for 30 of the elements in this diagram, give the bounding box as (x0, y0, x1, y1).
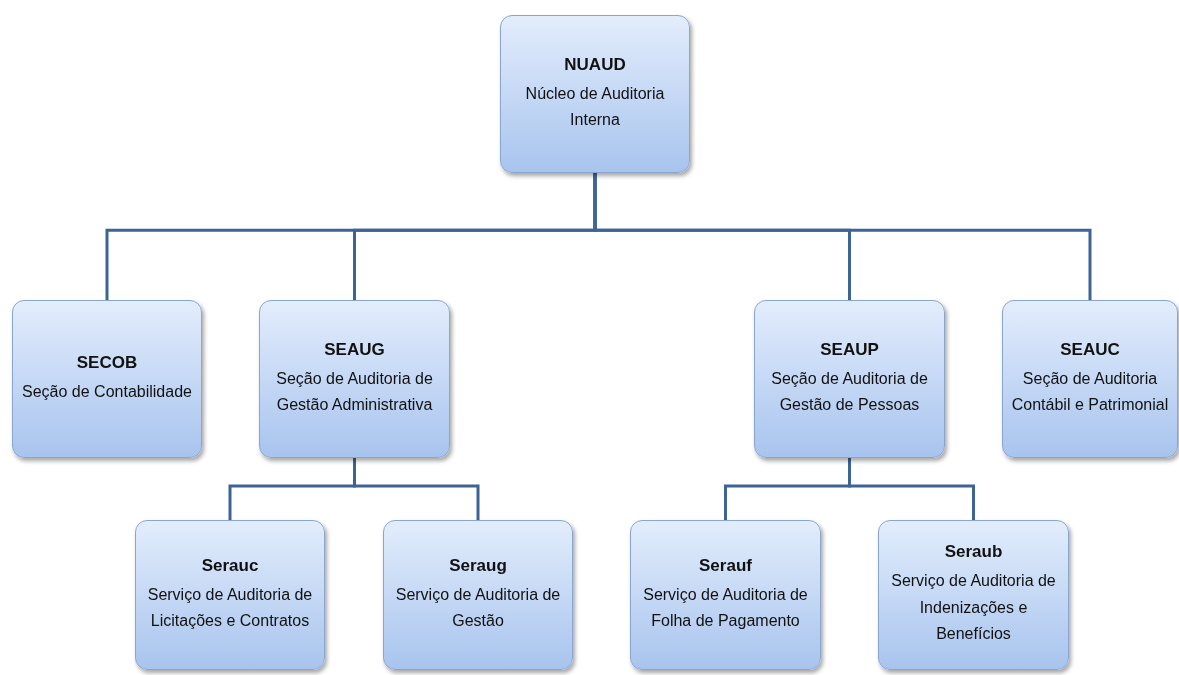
unit-name: Núcleo de Auditoria Interna (524, 83, 666, 130)
org-unit-box (12, 300, 202, 458)
org-unit-box (500, 15, 690, 173)
unit-acronym: SEAUG (324, 339, 385, 360)
unit-name: Seção de Contabilidade (22, 381, 192, 402)
unit-acronym: NUAUD (564, 54, 626, 75)
unit-name: Seção de Auditoria Contábil e Patrimonial (1011, 368, 1169, 415)
unit-acronym: Serauc (201, 555, 259, 576)
org-unit-box (878, 520, 1069, 670)
org-unit-box (754, 300, 945, 458)
connector-line (593, 173, 1092, 300)
unit-acronym: Seraub (944, 542, 1003, 563)
unit-name: Serviço de Auditoria de Licitações e Contratos (146, 584, 314, 631)
unit-acronym: SECOB (76, 352, 138, 373)
org-unit-box (383, 520, 573, 670)
connector-line (353, 458, 480, 520)
org-unit-box (135, 520, 325, 670)
connector-line (848, 458, 975, 520)
org-unit-box (630, 520, 821, 670)
unit-acronym: Seraug (449, 555, 507, 576)
unit-acronym: SEAUC (1060, 339, 1120, 360)
unit-name: Serviço de Auditoria de Indenizações e Benefícios (890, 571, 1057, 645)
unit-name: Serviço de Auditoria de Gestão (394, 584, 562, 631)
unit-acronym: Serauf (699, 555, 752, 576)
org-unit-box (259, 300, 450, 458)
org-unit-box (1002, 300, 1178, 458)
unit-name: Seção de Auditoria de Gestão Administrativa (275, 368, 434, 415)
unit-acronym: SEAUP (820, 339, 879, 360)
unit-name: Serviço de Auditoria de Folha de Pagamento (642, 584, 809, 631)
unit-name: Seção de Auditoria de Gestão de Pessoas (770, 368, 929, 415)
